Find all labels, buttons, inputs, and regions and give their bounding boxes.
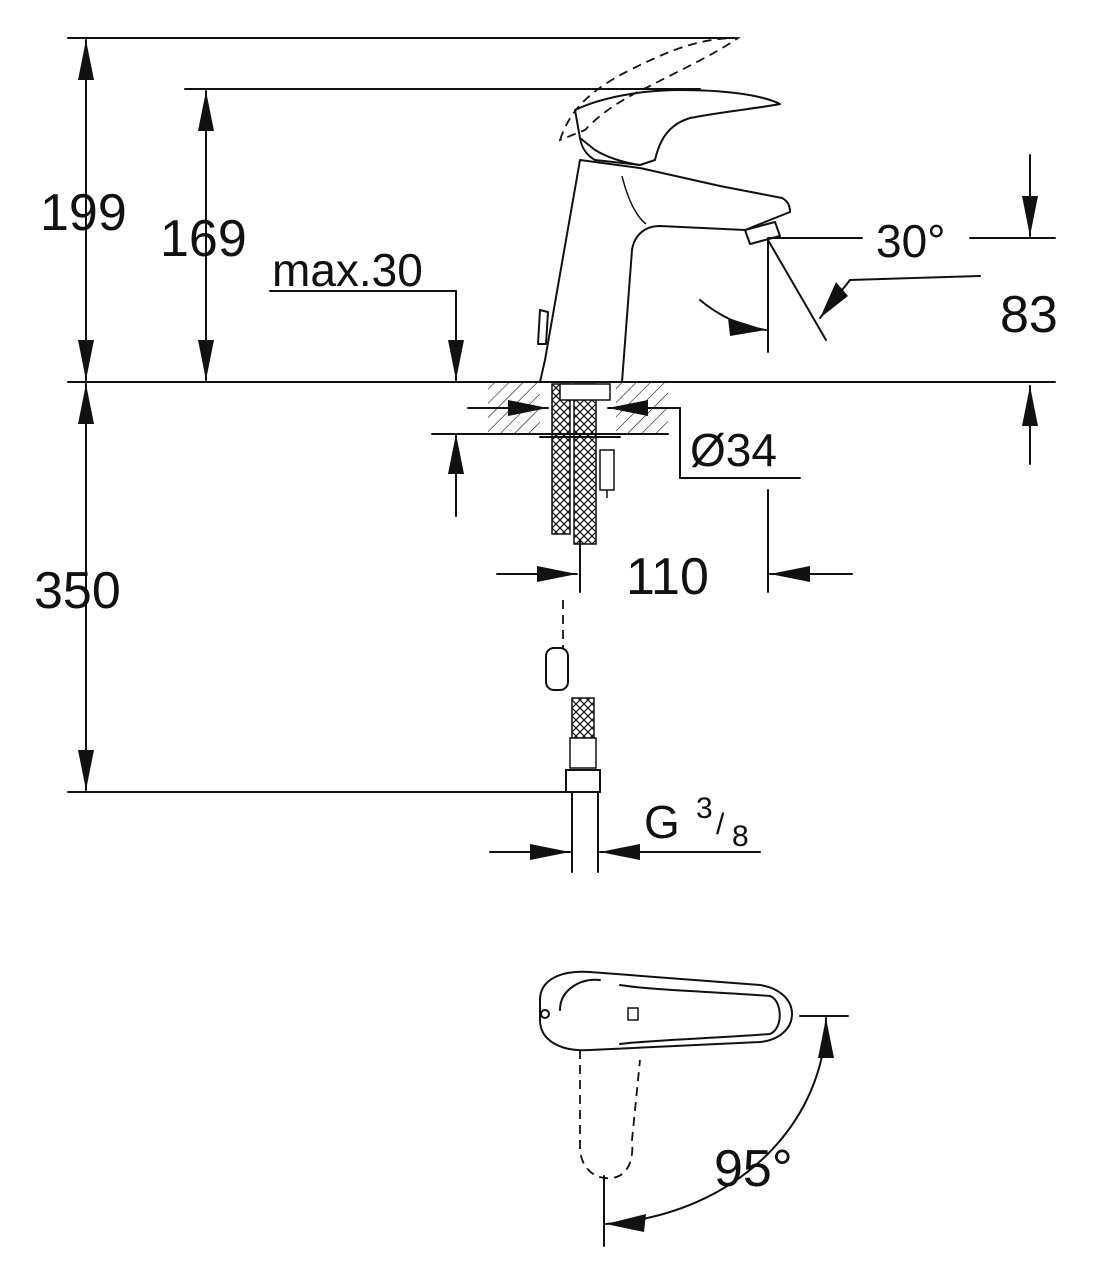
label-thread-denominator: 8: [732, 820, 749, 853]
label-83: 83: [1000, 286, 1058, 344]
dimension-labels: 199 169 max.30 30° 83 Ø34 110 350 G 3 / …: [34, 184, 1058, 1198]
label-thread-slash: /: [716, 808, 725, 841]
faucet-body: [537, 37, 791, 383]
dim-diameter-34: [467, 400, 801, 479]
label-350: 350: [34, 562, 121, 620]
label-diameter-34: Ø34: [690, 424, 777, 476]
dim-169: [198, 90, 214, 381]
dim-350: [78, 383, 94, 791]
dim-110: [496, 489, 853, 593]
faucet-top-view: [539, 970, 849, 1247]
label-max30: max.30: [272, 244, 423, 296]
supply-hoses: [545, 383, 615, 873]
dim-83: [969, 154, 1056, 465]
dim-199: [78, 39, 94, 381]
label-30-degree: 30°: [876, 215, 946, 267]
dim-30-angle: [699, 237, 981, 353]
label-199: 199: [40, 184, 127, 242]
label-thread-numerator: 3: [696, 792, 713, 825]
label-110: 110: [626, 548, 709, 606]
dim-max30: [269, 290, 541, 517]
label-95-degree: 95°: [714, 1140, 793, 1198]
label-169: 169: [160, 210, 247, 268]
dim-thread: [489, 844, 761, 860]
label-thread-g: G: [644, 796, 680, 848]
